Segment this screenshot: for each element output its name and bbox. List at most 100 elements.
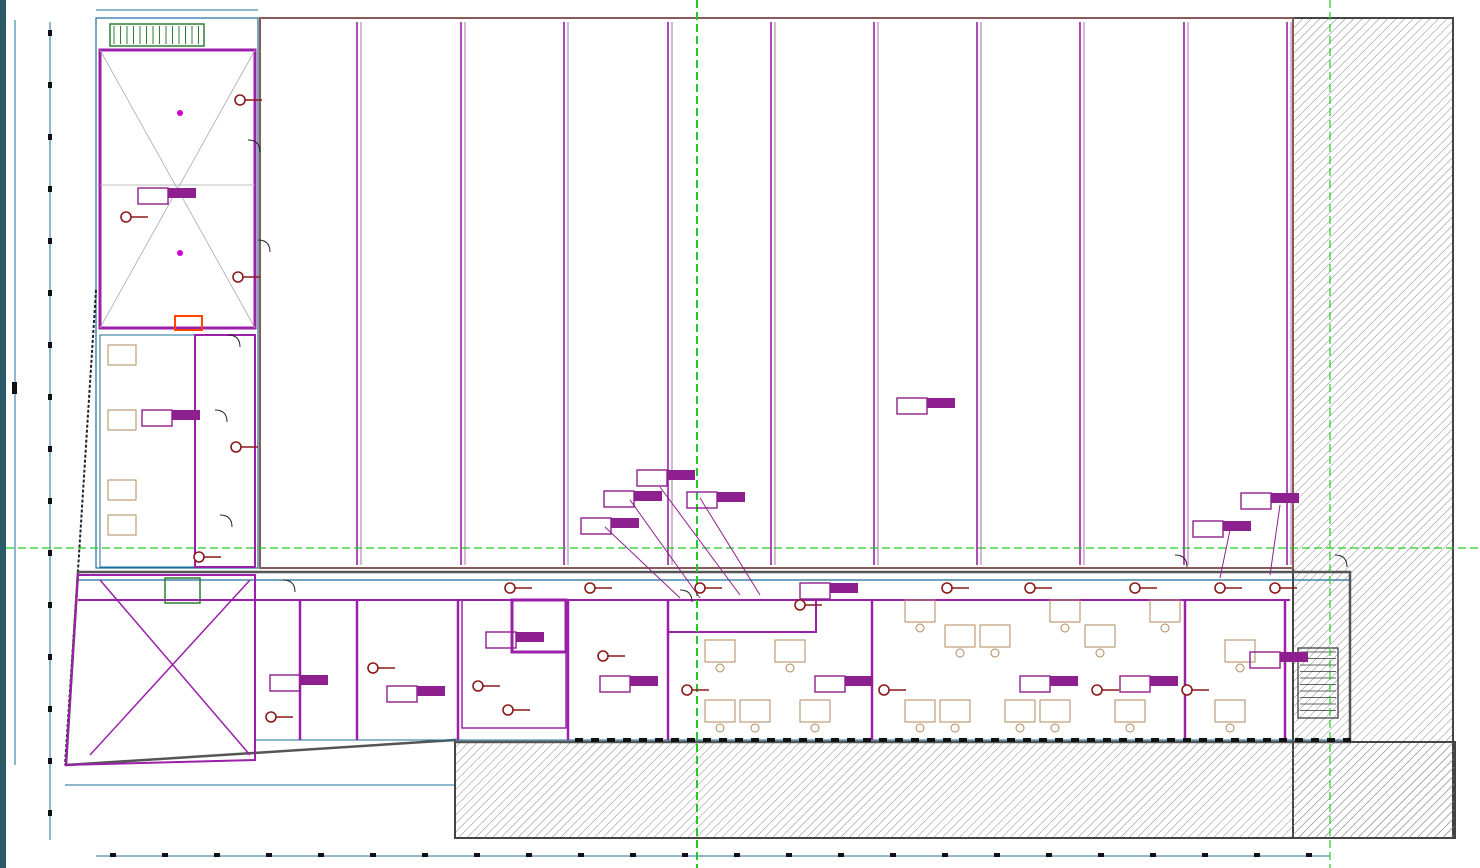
column-marker-icon	[502, 704, 514, 716]
room-tag-icon	[814, 675, 846, 693]
window-mark	[767, 738, 775, 742]
leader-line	[699, 497, 761, 596]
column-marker-icon	[694, 582, 706, 594]
window-mark	[943, 738, 951, 742]
chair-icon	[1160, 623, 1170, 633]
room-tag-fill	[717, 492, 745, 502]
window-mark	[1343, 738, 1351, 742]
window-mark	[735, 738, 743, 742]
chair-icon	[715, 663, 725, 673]
furniture-desk-icon	[944, 624, 976, 648]
dim-tick	[48, 706, 52, 712]
window-mark	[991, 738, 999, 742]
highlight-box	[174, 315, 203, 331]
window-mark	[863, 738, 871, 742]
dim-tick	[370, 853, 376, 857]
hatched-area-right	[1292, 17, 1454, 839]
column-marker-icon	[584, 582, 596, 594]
dim-tick	[994, 853, 1000, 857]
window-mark	[1135, 738, 1143, 742]
furniture-desk-icon	[1114, 699, 1146, 723]
dim-tick	[838, 853, 844, 857]
room-tag-icon	[1019, 675, 1051, 693]
room-tag-icon	[137, 187, 169, 205]
window-mark	[799, 738, 807, 742]
dim-tick	[266, 853, 272, 857]
window-mark	[895, 738, 903, 742]
dim-tick	[1150, 853, 1156, 857]
chair-icon	[1225, 723, 1235, 733]
room-tag-fill	[667, 470, 695, 480]
window-mark	[751, 738, 759, 742]
dim-tick	[48, 550, 52, 556]
room-tag-icon	[386, 685, 418, 703]
dim-tick	[890, 853, 896, 857]
dim-tick	[1098, 853, 1104, 857]
room-block	[461, 599, 567, 729]
column-marker-icon	[265, 711, 277, 723]
door-swing-icon	[247, 139, 261, 153]
dim-tick	[162, 853, 168, 857]
furniture-desk-icon	[1149, 599, 1181, 623]
room-tag-fill	[611, 518, 639, 528]
dim-tick	[48, 342, 52, 348]
dim-tick	[422, 853, 428, 857]
floor-plan[interactable]	[6, 0, 1480, 868]
bottom-wing-outline	[64, 570, 1352, 767]
dim-tick	[318, 853, 324, 857]
dim-tick	[1046, 853, 1052, 857]
chair-icon	[785, 663, 795, 673]
furniture-desk-icon	[939, 699, 971, 723]
furniture-desk-icon	[107, 409, 137, 431]
chair-icon	[715, 723, 725, 733]
window-mark	[607, 738, 615, 742]
dim-tick	[48, 446, 52, 452]
dim-tick	[526, 853, 532, 857]
window-mark	[639, 738, 647, 742]
hatched-area-bottom	[454, 741, 1456, 839]
column-marker-icon	[367, 662, 379, 674]
leader-line	[1269, 504, 1281, 576]
column-marker-icon	[1269, 582, 1281, 594]
window-mark	[847, 738, 855, 742]
chair-icon	[1095, 648, 1105, 658]
room-tag-fill	[1050, 676, 1078, 686]
cad-canvas[interactable]	[6, 0, 1480, 868]
column-marker-icon	[1129, 582, 1141, 594]
small-room	[510, 598, 568, 654]
window-mark	[1119, 738, 1127, 742]
furniture-desk-icon	[799, 699, 831, 723]
dim-tick	[48, 498, 52, 504]
furniture-desk-icon	[1039, 699, 1071, 723]
room-tag-icon	[599, 675, 631, 693]
plan-group	[6, 0, 1480, 868]
window-mark	[703, 738, 711, 742]
window-mark	[959, 738, 967, 742]
chair-icon	[810, 723, 820, 733]
chair-icon	[1015, 723, 1025, 733]
dim-tick	[734, 853, 740, 857]
window-mark	[1087, 738, 1095, 742]
chair-icon	[1050, 723, 1060, 733]
column-marker-icon	[232, 271, 244, 283]
dim-tick	[48, 290, 52, 296]
room-tag-icon	[269, 674, 301, 692]
dim-tick	[48, 186, 52, 192]
room-tag-fill	[168, 188, 196, 198]
chair-icon	[950, 723, 960, 733]
room-tag-fill	[927, 398, 955, 408]
window-mark	[1103, 738, 1111, 742]
light-fixture-icon	[177, 250, 183, 256]
dim-tick	[214, 853, 220, 857]
light-fixture-icon	[177, 110, 183, 116]
door-swing-icon	[1174, 554, 1188, 568]
leader-line	[1219, 529, 1231, 579]
dim-tick	[12, 382, 17, 394]
window-mark	[1199, 738, 1207, 742]
window-mark	[1215, 738, 1223, 742]
window-mark	[1023, 738, 1031, 742]
column-marker-icon	[1181, 684, 1193, 696]
door-swing-icon	[214, 409, 228, 423]
window-mark	[783, 738, 791, 742]
window-mark	[1183, 738, 1191, 742]
